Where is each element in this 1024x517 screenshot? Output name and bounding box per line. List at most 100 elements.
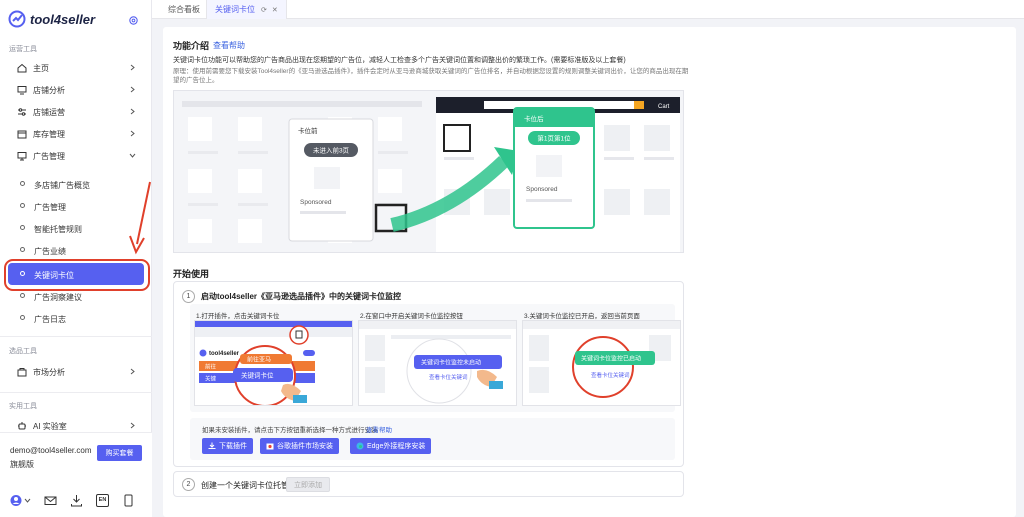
sidebar-subitem[interactable]: 广告业绩: [0, 239, 152, 261]
shot-caption: 3.关键词卡位监控已开启，返回当前页面: [524, 313, 640, 320]
section-title-ops: 运营工具: [9, 46, 37, 53]
step1-box: 1 启动tool4seller《亚马逊选品插件》中的关键词卡位监控 1.打开插件…: [173, 281, 684, 467]
account-edition: 旗舰版: [10, 460, 34, 469]
shot-3: 关键词卡位监控已启动 查看卡位关键词: [522, 320, 681, 406]
main-panel: 功能介绍 查看帮助 关键词卡位功能可以帮助您的广告商品出现在您期望的广告位，减轻…: [163, 27, 1016, 517]
shot-2-art: 关键词卡位监控未启动 查看卡位关键词: [359, 321, 516, 404]
settings-sliders-icon: [18, 108, 26, 116]
mail-icon[interactable]: [44, 494, 57, 507]
chrome-store-icon: [266, 443, 274, 450]
market-icon: [17, 368, 27, 377]
mobile-icon[interactable]: [122, 494, 135, 507]
step-number: 2: [182, 478, 195, 491]
account-email: demo@tool4seller.com: [10, 446, 92, 455]
edge-install-button[interactable]: Edge外接程序安装: [350, 438, 432, 454]
step2-title: 创建一个关键词卡位托管: [201, 481, 289, 490]
shot-2: 关键词卡位监控未启动 查看卡位关键词: [358, 320, 517, 406]
robot-icon: [18, 422, 26, 430]
bullet-icon: [20, 315, 25, 320]
shot2-toast: 关键词卡位监控未启动: [421, 359, 481, 367]
sidebar-item-label: 店铺分析: [33, 86, 65, 95]
download-icon[interactable]: [70, 494, 83, 507]
bullet-icon: [20, 293, 25, 298]
download-icon: [208, 442, 216, 449]
annotation-arrow-icon: [129, 181, 151, 255]
cart-label: Cart: [658, 104, 670, 110]
gear-icon[interactable]: [128, 15, 139, 26]
shot-1: tool4seller 前往 关键 前往亚马 关键词卡位: [194, 320, 353, 406]
tool4seller-logo-icon: [8, 10, 26, 28]
sidebar-subitem-keyword-slot[interactable]: 关键词卡位: [8, 263, 144, 285]
sidebar-subitem[interactable]: 广告洞察建议: [0, 285, 152, 307]
logo[interactable]: tool4seller: [8, 10, 95, 28]
intro-help-link[interactable]: 查看帮助: [213, 41, 245, 50]
tab-keyword-slot[interactable]: 关键词卡位 ⟳ ✕: [206, 0, 287, 19]
sidebar-item-label: 库存管理: [33, 130, 65, 139]
sidebar-item-label: 店铺运营: [33, 108, 65, 117]
shot-caption: 1.打开插件，点击关键词卡位: [196, 313, 280, 320]
bullet-icon: [20, 225, 25, 230]
tabs-bar: 综合看板 关键词卡位 ⟳ ✕: [152, 0, 1024, 19]
warehouse-icon: [17, 130, 27, 139]
bullet-icon: [20, 181, 25, 186]
shot1-pill-main: 关键词卡位: [241, 371, 274, 380]
sidebar-item-label: 主页: [33, 64, 49, 73]
sidebar-item-store-ops[interactable]: 店铺运营: [0, 101, 152, 123]
shot2-sub: 查看卡位关键词: [429, 373, 468, 381]
edge-icon: [356, 442, 364, 450]
sidebar-subitem[interactable]: 广告管理: [0, 195, 152, 217]
install-panel: 如果未安装插件，请点击下方按钮重新选择一种方式进行安装 查看帮助 下载插件 谷歌…: [190, 418, 675, 460]
before-sponsored: Sponsored: [300, 199, 332, 206]
download-plugin-button[interactable]: 下载插件: [202, 438, 253, 454]
logo-text: tool4seller: [30, 11, 96, 27]
sidebar-item-market[interactable]: 市场分析: [0, 361, 152, 383]
footer-toolbar: EN: [0, 489, 152, 513]
buy-plan-button[interactable]: 购买套餐: [97, 445, 142, 461]
after-sponsored: Sponsored: [526, 186, 558, 193]
sidebar-subitem[interactable]: 多店铺广告概览: [0, 173, 152, 195]
intro-description: 关键词卡位功能可以帮助您的广告商品出现在您期望的广告位，减轻人工检查多个广告关键…: [173, 57, 626, 64]
shot1-pill-top: 前往亚马: [247, 356, 271, 364]
sidebar-item-inventory[interactable]: 库存管理: [0, 123, 152, 145]
sidebar-subitem[interactable]: 广告日志: [0, 307, 152, 329]
tab-dashboard[interactable]: 综合看板: [168, 5, 200, 14]
chevron-right-icon: [130, 86, 135, 93]
shot1-row2: 关键: [205, 375, 217, 383]
account-panel: demo@tool4seller.com 旗舰版 购买套餐 EN: [0, 432, 152, 517]
section-title-select: 选品工具: [9, 348, 37, 355]
language-en-icon[interactable]: EN: [96, 494, 109, 507]
sidebar-item-label: 市场分析: [33, 368, 65, 377]
close-icon[interactable]: ✕: [271, 6, 278, 14]
before-badge: 未进入前3页: [313, 146, 350, 155]
chevron-down-icon: [129, 153, 136, 158]
sidebar: tool4seller 运营工具 主页 店铺分析 店铺运营 库存管理 广告管理 …: [0, 0, 152, 517]
before-label: 卡位前: [298, 126, 318, 135]
intro-title: 功能介绍: [173, 41, 210, 51]
divider: [0, 392, 152, 393]
shot-1-art: tool4seller 前往 关键 前往亚马 关键词卡位: [195, 321, 352, 405]
intro-illustration: Cart 卡位前 未进入前3页 Sponsored 卡位: [173, 90, 684, 253]
shot-caption: 2.在窗口中开启关键词卡位监控按钮: [360, 313, 463, 320]
shot1-row1: 前往: [205, 363, 217, 371]
chrome-store-install-button[interactable]: 谷歌插件市场安装: [260, 438, 339, 454]
sidebar-subitem[interactable]: 智能托管规则: [0, 217, 152, 239]
install-help-link[interactable]: 查看帮助: [366, 427, 392, 434]
chevron-right-icon: [130, 108, 135, 115]
sidebar-item-home[interactable]: 主页: [0, 57, 152, 79]
divider: [0, 336, 152, 337]
sidebar-item-ai-lab[interactable]: AI 实验室: [0, 415, 152, 437]
sidebar-item-ad-mgmt[interactable]: 广告管理: [0, 145, 152, 167]
shot-3-art: 关键词卡位监控已启动 查看卡位关键词: [523, 321, 680, 398]
home-icon: [17, 63, 27, 73]
install-note: 如果未安装插件，请点击下方按钮重新选择一种方式进行安装: [202, 427, 378, 434]
highlight-ring: [4, 259, 150, 291]
user-avatar-icon[interactable]: [10, 494, 32, 507]
chevron-right-icon: [130, 422, 135, 429]
step2-box: 2 创建一个关键词卡位托管 立即添加: [173, 471, 684, 497]
start-title: 开始使用: [173, 269, 210, 279]
add-now-button[interactable]: 立即添加: [286, 477, 330, 492]
step1-title: 启动tool4seller《亚马逊选品插件》中的关键词卡位监控: [201, 292, 402, 301]
refresh-icon[interactable]: ⟳: [261, 6, 267, 14]
chart-monitor-icon: [17, 86, 27, 95]
sidebar-item-store-analysis[interactable]: 店铺分析: [0, 79, 152, 101]
